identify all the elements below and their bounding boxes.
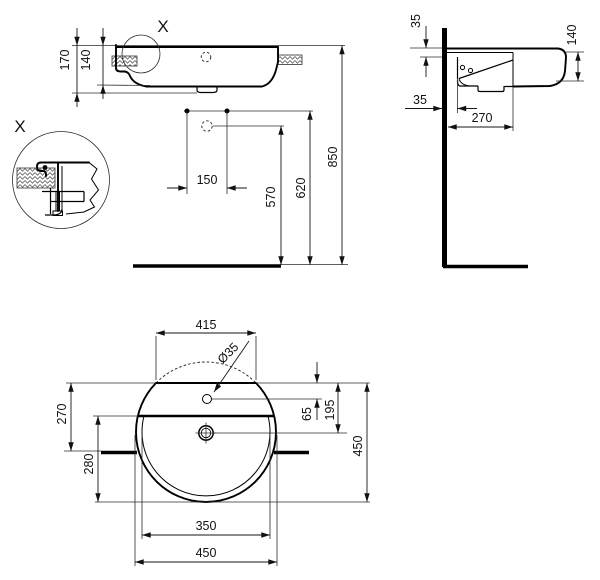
detail-view-x: X: [12, 117, 110, 229]
plan-view: 415 Ø35 65 195 450 270 28: [55, 318, 370, 566]
side-fixing-hole-2: [467, 67, 474, 74]
drain-trap: [196, 86, 218, 94]
dim-620-label: 620: [294, 178, 308, 199]
dim-150: 150: [167, 173, 247, 191]
dim-35-top-label: 35: [409, 14, 423, 28]
dim-170-label: 170: [58, 50, 72, 71]
dim-270-plan-label: 270: [55, 404, 69, 425]
tap-hole-reference-circle: [201, 120, 213, 132]
detail-marker-label: X: [157, 17, 168, 36]
dim-195: 195: [323, 382, 341, 434]
detail-clamp: [42, 188, 85, 216]
dim-35-horizontal: 35: [405, 79, 477, 113]
plan-reference-lines: [64, 336, 370, 566]
break-edge: [65, 162, 100, 215]
front-left-dimensions: 170 140: [58, 28, 197, 107]
tap-hole: [202, 394, 212, 404]
dim-450-bottom-label: 450: [196, 546, 217, 560]
dim-350: 350: [141, 519, 271, 538]
front-view: X 170 140 150: [58, 17, 348, 268]
dim-280-label: 280: [82, 454, 96, 475]
dim-35-left-label: 35: [413, 93, 427, 107]
detail-counter-section: [16, 167, 56, 189]
drain: [195, 422, 217, 444]
counter-section-left: [111, 55, 138, 67]
detail-indicator-circle: [121, 34, 161, 74]
dim-850-label: 850: [326, 147, 340, 168]
bowl-hidden-edge: [155, 361, 257, 384]
basin-outline: [115, 44, 279, 88]
dim-195-label: 195: [323, 400, 337, 421]
dim-65: 65: [300, 362, 320, 421]
dim-350-label: 350: [196, 519, 217, 533]
bowl-inner-edge: [141, 415, 271, 497]
dim-415-label: 415: [196, 318, 217, 332]
dim-270-side-label: 270: [472, 111, 493, 125]
dim-270-plan: 270: [55, 382, 74, 452]
dim-280: 280: [82, 415, 101, 503]
dim-140-label: 140: [79, 50, 93, 71]
dim-150-label: 150: [197, 173, 218, 187]
seal-dot: [42, 165, 48, 170]
dim-570-label: 570: [264, 187, 278, 208]
dim-dia35: Ø35: [213, 340, 250, 393]
clamp-screw-head: [52, 210, 63, 216]
dim-dia35-label: Ø35: [215, 340, 242, 367]
side-basin-profile: [446, 47, 567, 93]
dim-140-side-label: 140: [565, 25, 579, 46]
counter-section-right: [277, 54, 303, 65]
detail-rim-section: [36, 161, 100, 216]
dim-450-right-label: 450: [351, 436, 365, 457]
side-fixing-hole-1: [459, 64, 466, 71]
detail-circle: [12, 131, 110, 229]
dim-450-bottom: 450: [134, 546, 278, 565]
dim-450-right: 450: [351, 382, 370, 503]
front-hole-references: [184, 108, 313, 194]
tap-hole-hidden-circle: [200, 51, 212, 63]
side-view: 35 140 35: [405, 14, 584, 269]
dim-35-vertical: 35: [409, 14, 429, 77]
dim-415: 415: [155, 318, 257, 336]
detail-x-label: X: [14, 117, 25, 136]
dim-65-label: 65: [300, 407, 314, 421]
dim-270-side: 270: [447, 86, 514, 131]
front-height-dimensions: 570 620 850: [264, 45, 345, 266]
dim-140-side: 140: [556, 25, 584, 82]
